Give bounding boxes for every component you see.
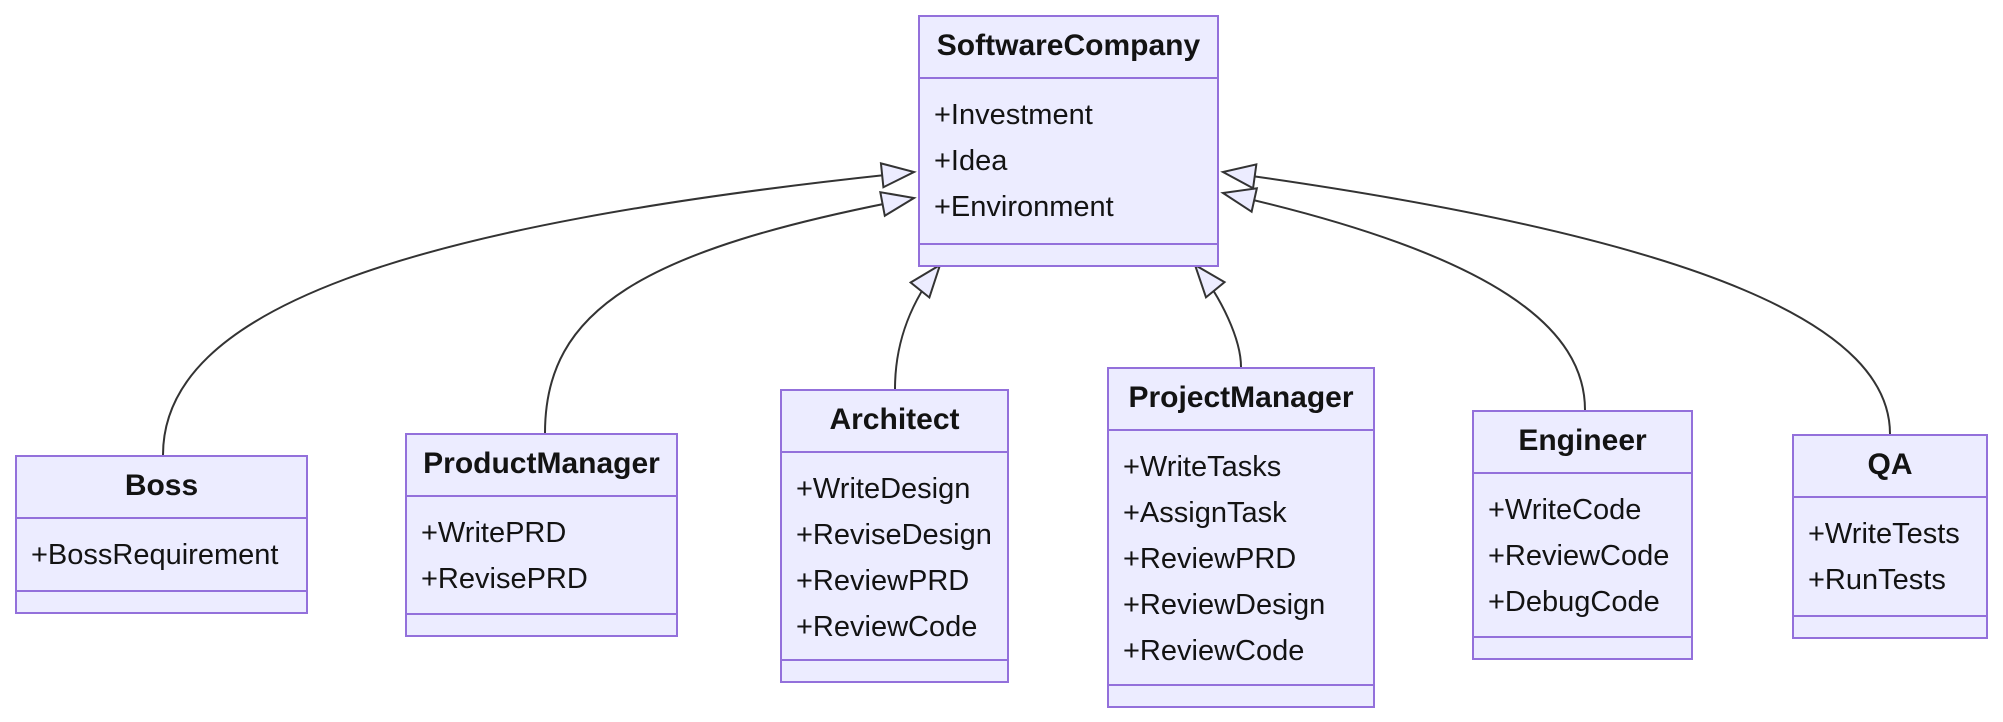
class-box-architect: Architect +WriteDesign +ReviseDesign +Revie… <box>780 389 1009 683</box>
class-methods-empty <box>17 590 306 612</box>
class-box-software-company: SoftwareCompany +Investment +Idea +Environm… <box>918 15 1219 267</box>
class-attribute: +ReviewCode <box>1488 540 1670 572</box>
class-name-product-manager: ProductManager <box>407 435 676 497</box>
class-name-architect: Architect <box>782 391 1007 453</box>
class-attribute: +Investment <box>934 99 1093 131</box>
class-attribute: +DebugCode <box>1488 586 1660 618</box>
class-methods-empty <box>407 613 676 635</box>
class-attribute: +ReviewCode <box>1123 635 1305 667</box>
class-name-qa: QA <box>1794 436 1986 498</box>
class-attribute: +ReviewPRD <box>1123 543 1297 575</box>
inheritance-edge-project-manager <box>1193 262 1242 368</box>
class-methods-empty <box>1794 615 1986 637</box>
class-attribute: +ReviseDesign <box>796 519 992 551</box>
inheritance-edge-qa <box>1220 163 1891 435</box>
class-attributes-engineer: +WriteCode +ReviewCode +DebugCode <box>1474 474 1691 636</box>
class-name-boss: Boss <box>17 457 306 519</box>
class-box-project-manager: ProjectManager +WriteTasks +AssignTask +Rev… <box>1107 367 1375 708</box>
class-box-qa: QA +WriteTests +RunTests <box>1792 434 1988 639</box>
class-box-product-manager: ProductManager +WritePRD +RevisePRD <box>405 433 678 637</box>
class-attributes-project-manager: +WriteTasks +AssignTask +ReviewPRD +ReviewD… <box>1109 431 1373 684</box>
class-attribute: +Idea <box>934 145 1008 177</box>
class-methods-empty <box>782 659 1007 681</box>
class-attributes-boss: +BossRequirement <box>17 519 306 590</box>
class-box-boss: Boss +BossRequirement <box>15 455 308 614</box>
class-attribute: +Environment <box>934 191 1114 223</box>
inheritance-edge-product-manager <box>544 190 917 434</box>
class-methods-empty <box>1109 684 1373 706</box>
class-attribute: +RevisePRD <box>421 563 588 595</box>
class-box-engineer: Engineer +WriteCode +ReviewCode +DebugCode <box>1472 410 1693 660</box>
class-name-project-manager: ProjectManager <box>1109 369 1373 431</box>
class-attribute: +ReviewDesign <box>1123 589 1326 621</box>
class-attribute: +ReviewCode <box>796 611 978 643</box>
class-attribute: +WriteCode <box>1488 494 1642 526</box>
class-attributes-product-manager: +WritePRD +RevisePRD <box>407 497 676 613</box>
class-attributes-software-company: +Investment +Idea +Environment <box>920 79 1217 243</box>
class-attributes-architect: +WriteDesign +ReviseDesign +ReviewPRD +Revi… <box>782 453 1007 659</box>
class-attribute: +WriteDesign <box>796 473 971 505</box>
class-methods-empty <box>1474 636 1691 658</box>
class-attribute: +WriteTasks <box>1123 451 1282 483</box>
class-name-engineer: Engineer <box>1474 412 1691 474</box>
class-attribute: +BossRequirement <box>31 539 279 571</box>
class-methods-empty <box>920 243 1217 265</box>
class-attribute: +WritePRD <box>421 517 567 549</box>
class-name-software-company: SoftwareCompany <box>920 17 1217 79</box>
inheritance-edge-architect <box>894 262 942 390</box>
class-attributes-qa: +WriteTests +RunTests <box>1794 498 1986 615</box>
class-attribute: +ReviewPRD <box>796 565 970 597</box>
inheritance-edge-engineer <box>1220 187 1586 411</box>
class-attribute: +RunTests <box>1808 564 1946 596</box>
class-attribute: +WriteTests <box>1808 518 1960 550</box>
class-attribute: +AssignTask <box>1123 497 1287 529</box>
inheritance-edge-boss <box>162 162 917 456</box>
